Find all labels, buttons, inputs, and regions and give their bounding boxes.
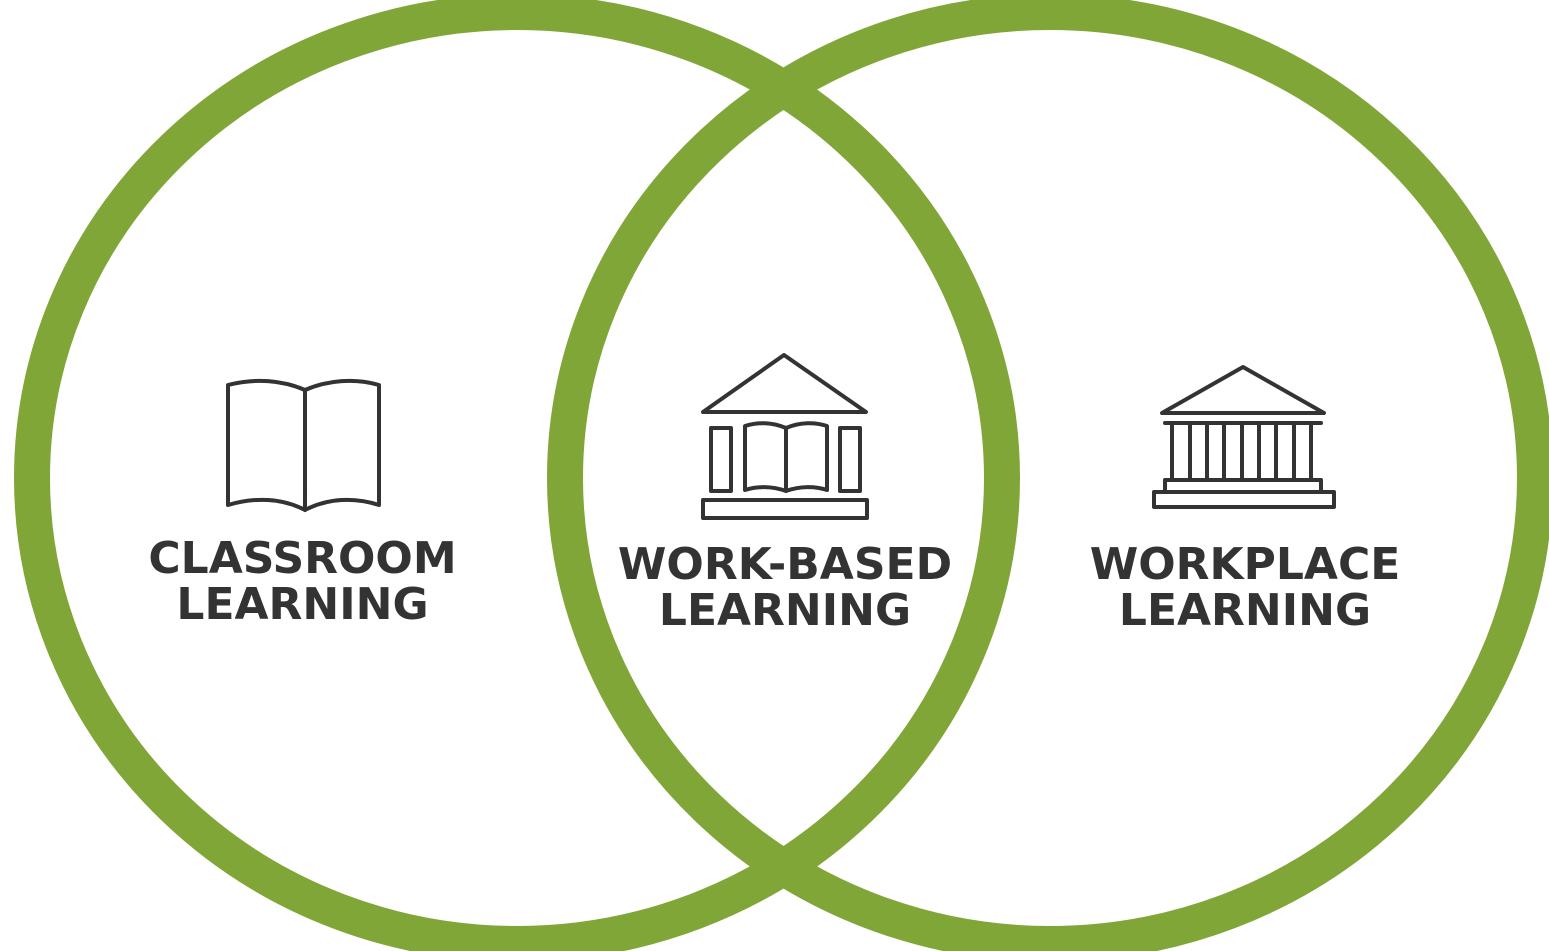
left-circle bbox=[14, 0, 1020, 951]
work-based-learning-line2: LEARNING bbox=[658, 585, 912, 636]
workplace-learning-line2: LEARNING bbox=[1118, 585, 1372, 636]
workplace-learning-line1: WORKPLACE bbox=[1089, 539, 1401, 590]
building-with-book-icon bbox=[701, 353, 869, 520]
classroom-learning-label: CLASSROOM LEARNING bbox=[100, 536, 505, 628]
columned-building-icon bbox=[1152, 365, 1336, 509]
classroom-learning-line1: CLASSROOM bbox=[148, 533, 457, 584]
classroom-learning-line2: LEARNING bbox=[176, 579, 429, 630]
work-based-learning-line1: WORK-BASED bbox=[617, 539, 953, 590]
workplace-learning-label: WORKPLACE LEARNING bbox=[1040, 542, 1450, 634]
open-book-icon bbox=[226, 378, 381, 512]
work-based-learning-label: WORK-BASED LEARNING bbox=[580, 542, 990, 634]
right-circle bbox=[547, 0, 1549, 951]
